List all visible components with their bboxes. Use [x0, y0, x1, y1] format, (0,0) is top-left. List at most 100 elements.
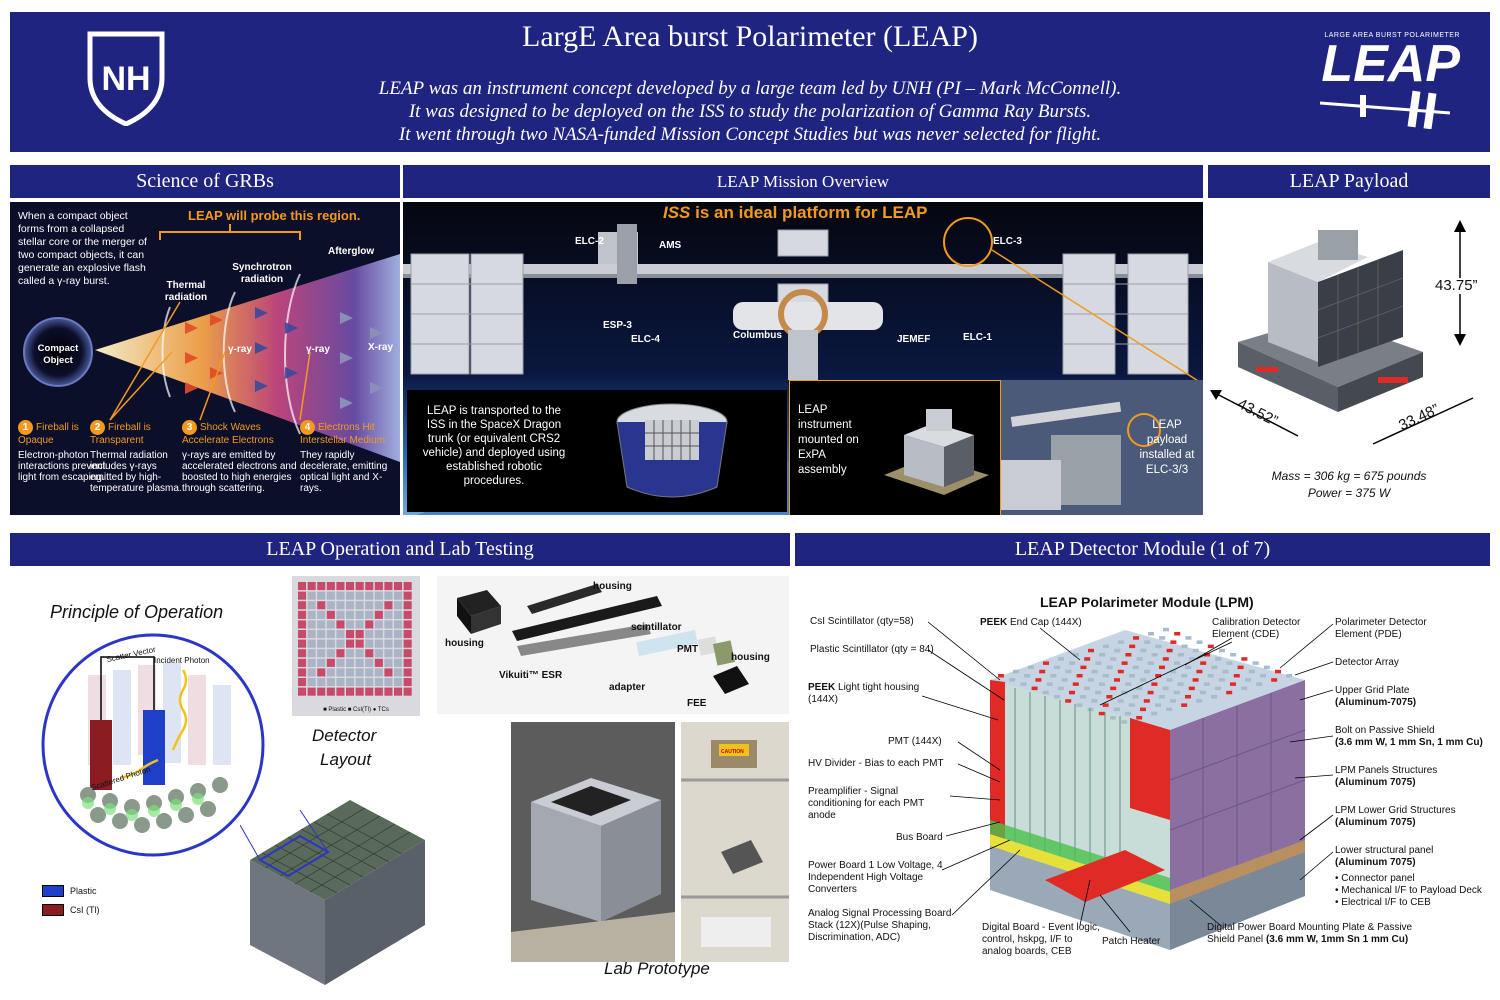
leap-logo: LARGE AREA BURST POLARIMETER LEAP [1300, 32, 1460, 132]
lpm-endcap [1237, 665, 1244, 670]
layout-cell [365, 620, 374, 629]
section-payload: LEAP Payload [1208, 165, 1490, 198]
lpm-label-plastic: Plastic Scintillator (qty = 84) [810, 644, 934, 655]
lpm-endcap [1219, 648, 1225, 653]
lpm-endcap [1099, 653, 1106, 657]
principle-illustration [41, 633, 265, 857]
lpm-endcap [1181, 703, 1188, 707]
lpm-endcap [1215, 657, 1222, 661]
layout-cell [394, 601, 403, 610]
lpm-endcap [1133, 636, 1139, 640]
layout-cell [403, 620, 412, 629]
lpm-endcap [1203, 682, 1210, 686]
section-detector: LEAP Detector Module (1 of 7) [795, 533, 1490, 566]
layout-cell [317, 687, 326, 696]
layout-cell [394, 630, 403, 639]
iss-panel: ISS is an ideal platform for LEAP ELC-2 … [403, 202, 1203, 515]
lpm-left-labels: CsI Scintillator (qty=58) Plastic Scinti… [808, 610, 978, 970]
lpm-diagram [985, 620, 1315, 960]
lpm-endcap [1084, 686, 1090, 691]
layout-cell [336, 582, 345, 591]
header-line-3: It went through two NASA-funded Mission … [398, 124, 1102, 145]
layout-cell [374, 591, 383, 600]
layout-cell [326, 678, 335, 687]
layout-cell [365, 668, 374, 677]
layout-cell [374, 630, 383, 639]
lpm-endcap [1196, 640, 1203, 644]
lpm-endcap [1043, 661, 1049, 665]
lpm-endcap [1035, 678, 1042, 682]
layout-cell [384, 678, 393, 687]
lpm-endcap [1054, 665, 1061, 670]
compact-object-label: Compact Object [37, 343, 79, 366]
lpm-endcap [1095, 661, 1102, 665]
lpm-endcap [1166, 678, 1173, 682]
lpm-endcap [1155, 674, 1162, 678]
lpm-endcap [1050, 674, 1057, 678]
layout-cell [346, 630, 355, 639]
lpm-label-lower-grid: LPM Lower Grid Structures(Aluminum 7075) [1335, 805, 1456, 828]
layout-cell [307, 591, 316, 600]
lpm-label-analog: Analog Signal Processing Board Stack (12… [808, 908, 952, 943]
iss-headline: ISS is an ideal platform for LEAP [663, 203, 928, 222]
lpm-endcap [1151, 653, 1158, 657]
layout-cell [374, 649, 383, 658]
elc3-illustration [1001, 380, 1203, 515]
detector-layout-title-2: Layout [320, 750, 372, 769]
prototype-setup-illustration [681, 722, 789, 962]
svg-text:NH: NH [101, 60, 150, 98]
grb-probe-label: LEAP will probe this region. [188, 208, 361, 223]
layout-cell [298, 582, 307, 591]
payload-height: 43.75” [1435, 277, 1478, 294]
lpm-endcap [1106, 695, 1113, 699]
lpm-endcap [1009, 678, 1016, 682]
lpm-endcap [1170, 699, 1176, 703]
layout-cell [394, 678, 403, 687]
layout-cell [403, 668, 412, 677]
lpm-endcap [1256, 682, 1263, 686]
lpm-endcap [1166, 648, 1173, 653]
layout-cell [355, 620, 364, 629]
lpm-endcap [1065, 669, 1072, 674]
layout-cell [336, 687, 345, 696]
layout-cell [384, 630, 393, 639]
layout-cell [317, 601, 326, 610]
lpm-endcap [1061, 678, 1068, 682]
lpm-bullet-2: • Mechanical I/F to Payload Deck [1335, 885, 1482, 896]
lpm-endcap [1057, 686, 1064, 691]
lpm-endcap [1147, 690, 1154, 695]
lpm-label-array: Detector Array [1335, 657, 1399, 668]
layout-cell [336, 649, 345, 658]
lpm-endcap [1158, 695, 1165, 699]
lpm-endcap [1173, 690, 1180, 695]
layout-cell [326, 687, 335, 696]
afterglow-label: Afterglow [328, 246, 375, 257]
layout-cell [317, 639, 326, 648]
header-line-2: It was designed to be deployed on the IS… [408, 101, 1092, 122]
lpm-endcap [1132, 665, 1139, 670]
leap-logo-text: LEAP [1321, 35, 1460, 93]
caution-sticker: CAUTION [721, 749, 744, 755]
layout-cell [336, 591, 345, 600]
lpm-endcap [1151, 682, 1158, 686]
lpm-endcap [1091, 699, 1098, 703]
label-ams: AMS [659, 240, 682, 251]
header-line-1: LEAP was an instrument concept developed… [378, 78, 1122, 99]
unh-shield-icon: NH [87, 31, 165, 127]
layout-cell [394, 639, 403, 648]
lpm-endcap [1076, 703, 1083, 707]
lpm-endcap [1162, 657, 1169, 661]
lpm-endcap [1106, 665, 1113, 670]
label-elc3: ELC-3 [993, 236, 1022, 247]
layout-cell [307, 658, 316, 667]
layout-cell [298, 591, 307, 600]
part-pmt: PMT [677, 644, 699, 655]
layout-cell [336, 658, 345, 667]
layout-cell [346, 639, 355, 648]
lab-prototype-title: Lab Prototype [604, 959, 710, 978]
lpm-endcap [1103, 644, 1109, 649]
layout-cell [317, 649, 326, 658]
layout-cell [394, 658, 403, 667]
